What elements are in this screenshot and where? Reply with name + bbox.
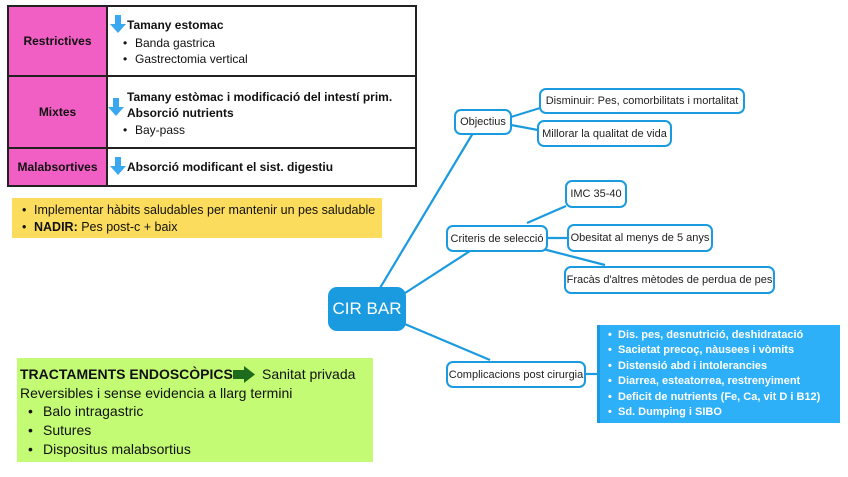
nadir-label: NADIR: — [34, 220, 78, 234]
nadir-note-box: Implementar hàbits saludables per manten… — [12, 198, 382, 238]
complication-item: Deficit de nutrients (Fe, Ca, vit D i B1… — [608, 391, 820, 403]
branch-criteris[interactable]: Criteris de selecció — [446, 225, 548, 252]
endoscopic-treatments-box: TRACTAMENTS ENDOSCÒPICS Sanitat privada … — [17, 358, 373, 462]
row-heading: Tamany estomac — [127, 18, 224, 32]
endoscopic-item: Dispositus malabsortius — [28, 441, 191, 457]
branch-objectius[interactable]: Objectius — [454, 109, 512, 135]
row-heading: Tamany estòmac i modificació del intestí… — [127, 90, 393, 104]
leaf-node[interactable]: IMC 35-40 — [565, 180, 627, 208]
row-bullet: Bay-pass — [123, 123, 185, 137]
row-heading: Absorció modificant el sist. digestiu — [127, 160, 334, 174]
endoscopic-item: Sutures — [28, 422, 91, 438]
row-content: Tamany estomac Banda gastrica Gastrectom… — [108, 7, 415, 75]
row-label: Malabsortives — [9, 149, 108, 185]
connector-criteris-3 — [542, 247, 606, 267]
row-label: Restrictives — [9, 7, 108, 75]
root-node[interactable]: CIR BAR — [328, 287, 406, 331]
connector-root-complicacions — [399, 320, 491, 362]
branch-complicacions[interactable]: Complicacions post cirurgia — [446, 361, 586, 388]
table-row-restrictives: Restrictives Tamany estomac Banda gastri… — [9, 7, 415, 77]
endoscopic-title: TRACTAMENTS ENDOSCÒPICS — [20, 366, 233, 382]
row-content: Absorció modificant el sist. digestiu — [108, 149, 415, 185]
endoscopic-item: Balo intragastric — [28, 403, 143, 419]
surgery-types-table: Restrictives Tamany estomac Banda gastri… — [7, 5, 417, 187]
connector-criteris-1 — [526, 204, 567, 225]
endoscopic-subtitle: Reversibles i sense evidencia a llarg te… — [20, 385, 293, 401]
connector-objectius-2 — [510, 123, 539, 132]
down-arrow-icon — [110, 157, 126, 175]
list-accent-bar — [597, 325, 600, 423]
down-arrow-icon — [110, 15, 126, 33]
note-item: Implementar hàbits saludables per manten… — [22, 203, 375, 217]
row-content: Tamany estòmac i modificació del intestí… — [108, 77, 415, 147]
complication-item: Diarrea, esteatorrea, restrenyiment — [608, 375, 800, 387]
row-bullet: Banda gastrica — [123, 36, 215, 50]
complications-list: Dis. pes, desnutrició, deshidratació Sac… — [597, 325, 840, 423]
connector-objectius-1 — [510, 106, 541, 119]
leaf-node[interactable]: Obesitat al menys de 5 anys — [567, 224, 713, 252]
connector-root-criteris — [401, 250, 471, 296]
complication-item: Sd. Dumping i SIBO — [608, 406, 722, 418]
row-label: Mixtes — [9, 77, 108, 147]
row-bullet: Gastrectomia vertical — [123, 52, 248, 66]
right-arrow-icon — [233, 366, 255, 383]
complication-item: Sacietat precoç, nàusees i vòmits — [608, 344, 794, 356]
connector-root-objectius — [379, 132, 474, 289]
endoscopic-target: Sanitat privada — [262, 366, 356, 382]
down-arrow-icon — [108, 98, 124, 116]
table-row-mixtes: Mixtes Tamany estòmac i modificació del … — [9, 77, 415, 149]
note-item: NADIR: Pes post-c + baix — [22, 220, 177, 234]
leaf-node[interactable]: Millorar la qualitat de vida — [537, 120, 672, 147]
complication-item: Dis. pes, desnutrició, deshidratació — [608, 329, 803, 341]
row-heading: Absorció nutrients — [127, 106, 234, 120]
table-row-malabsortives: Malabsortives Absorció modificant el sis… — [9, 149, 415, 185]
complication-item: Distensió abd i intolerancies — [608, 360, 767, 372]
leaf-node[interactable]: Disminuir: Pes, comorbilitats i mortalit… — [539, 88, 745, 114]
leaf-node[interactable]: Fracàs d'altres mètodes de perdua de pes — [564, 266, 775, 294]
